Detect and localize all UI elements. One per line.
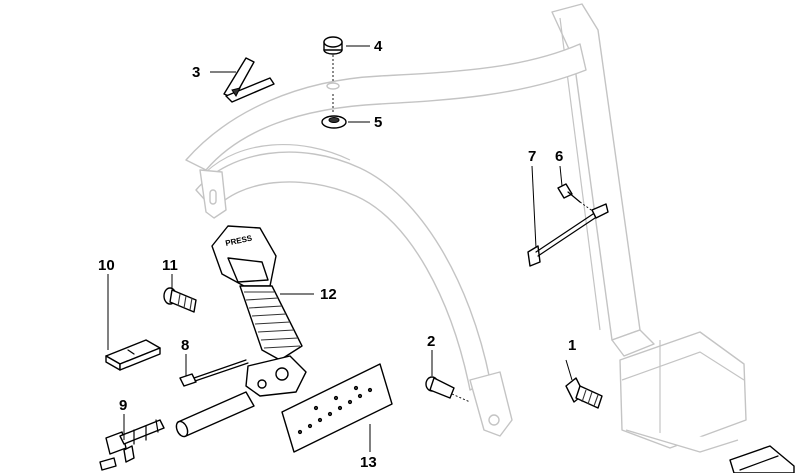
part-9-clip	[99, 419, 165, 471]
leader-lines	[107, 45, 573, 452]
part-8-connector	[179, 359, 249, 387]
part-6-screw	[557, 183, 595, 213]
corner-arrow-icon	[729, 445, 795, 473]
callout-labels: 1 2 3 4 5 6 7 8 9 10 11 12 13	[98, 38, 576, 471]
callout-9: 9	[119, 397, 127, 414]
callout-1: 1	[568, 337, 576, 354]
callout-13: 13	[360, 454, 377, 471]
callout-5: 5	[374, 114, 382, 131]
part-1-bolt	[565, 377, 603, 409]
callout-7: 7	[528, 148, 536, 165]
part-11-bolt	[163, 287, 197, 313]
callout-3: 3	[192, 64, 200, 81]
callout-8: 8	[181, 337, 189, 354]
part-2-bolt	[425, 376, 471, 403]
callout-12: 12	[320, 286, 337, 303]
part-13-label-plate	[281, 363, 393, 453]
part-12-buckle: PRESS	[175, 225, 307, 438]
part-4-cap	[323, 36, 343, 90]
part-10-block	[105, 339, 161, 371]
callout-6: 6	[555, 148, 563, 165]
callout-10: 10	[98, 257, 115, 274]
part-5-washer	[321, 94, 347, 129]
seat-belt-outline	[185, 3, 747, 453]
part-7-rod	[527, 203, 609, 267]
part-3-clip	[223, 57, 275, 103]
callout-4: 4	[374, 38, 383, 55]
callout-2: 2	[427, 333, 435, 350]
callout-11: 11	[162, 257, 178, 274]
